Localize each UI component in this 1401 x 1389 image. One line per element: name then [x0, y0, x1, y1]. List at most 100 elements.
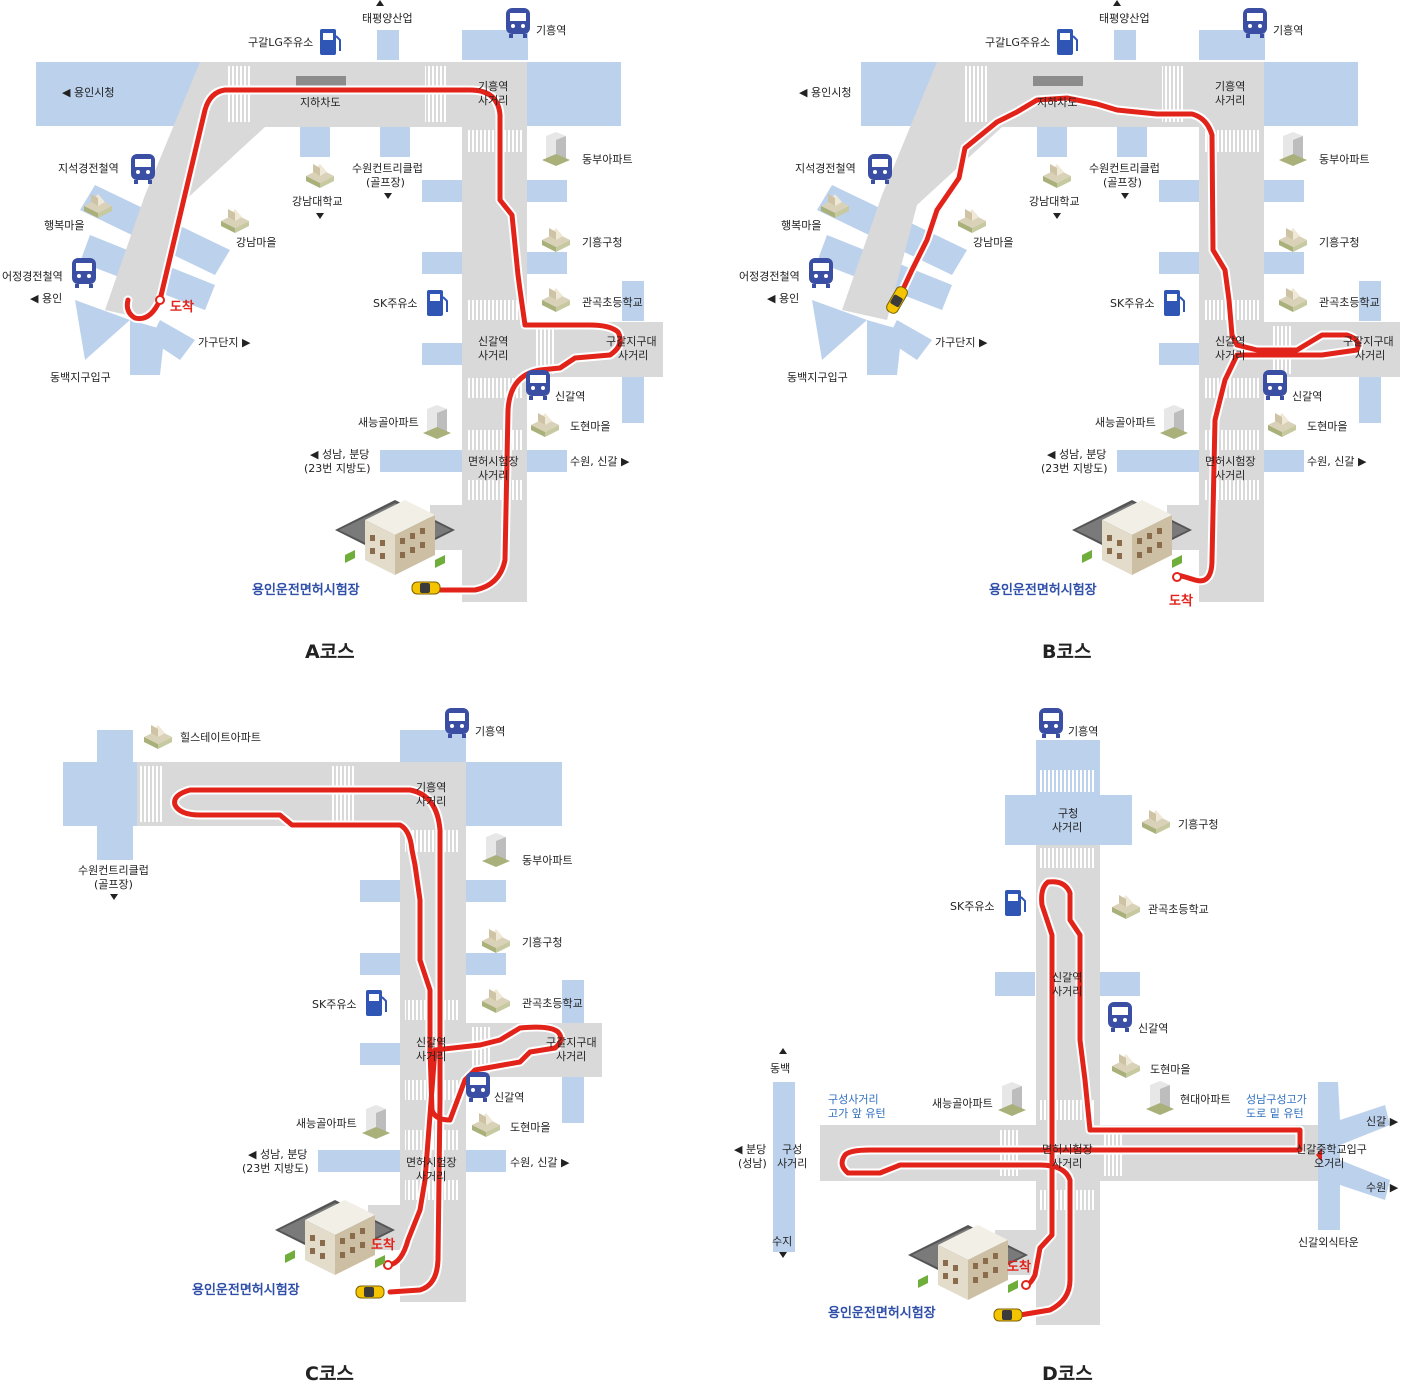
- map-label: 기흥역: [478, 79, 508, 93]
- course-b-map: 태평양산업 구갈LG주유소 기흥역 ◀ 용인시청 지하차도 기흥역 사거리 지석…: [739, 8, 1400, 663]
- map-label: 동백: [770, 1062, 790, 1075]
- subway-icon: [131, 154, 155, 184]
- map-label: 강남마을: [973, 236, 1013, 249]
- building-icon: [542, 132, 570, 166]
- map-label: 수지: [772, 1235, 792, 1248]
- map-label: 관곡초등학교: [522, 997, 583, 1010]
- map-label: 관곡초등학교: [582, 296, 643, 309]
- map-label: 행복마을: [781, 219, 821, 232]
- map-label: 도현마을: [1307, 420, 1347, 433]
- map-label: 신갈 ▶: [1366, 1114, 1399, 1128]
- map-label: 도현마을: [510, 1121, 550, 1134]
- map-label: 사거리: [478, 469, 508, 482]
- map-label: 동부아파트: [522, 854, 573, 867]
- map-label: ◀ 분당: [734, 1143, 766, 1156]
- map-label: 기흥역: [475, 724, 505, 738]
- map-label: ◀ 용인시청: [62, 86, 114, 99]
- map-label: 새능골아파트: [1095, 416, 1156, 429]
- arrival-label: 도착: [170, 299, 194, 315]
- building-icon: [423, 405, 451, 439]
- building-icon: [1279, 288, 1307, 312]
- map-label: 수원, 신갈 ▶: [1307, 454, 1367, 468]
- map-label: 신갈역: [478, 334, 508, 348]
- course-title: B코스: [1042, 641, 1091, 663]
- map-label: (23번 지방도): [1041, 462, 1108, 475]
- test-center-label: 용인운전면허시험장: [989, 582, 1097, 598]
- subway-icon: [72, 258, 96, 288]
- map-label: SK주유소: [312, 998, 357, 1011]
- map-label: 강남대학교: [1029, 195, 1080, 208]
- map-label: 기흥역: [1068, 724, 1098, 738]
- map-label: ◀ 용인시청: [799, 86, 851, 99]
- map-label: 지석경전철역: [58, 162, 119, 175]
- course-title: A코스: [305, 641, 355, 663]
- map-label: 구갈LG주유소: [985, 35, 1050, 49]
- map-label: 고가 앞 유턴: [828, 1107, 886, 1120]
- building-icon: [1160, 405, 1188, 439]
- map-label: 신갈역: [416, 1035, 446, 1049]
- map-label: 동부아파트: [1319, 153, 1370, 166]
- map-label: 성남구성고가: [1246, 1093, 1307, 1106]
- map-label: 사거리: [416, 1050, 446, 1063]
- map-label: 현대아파트: [1180, 1093, 1231, 1106]
- map-label: 태평양산업: [362, 12, 413, 25]
- building-icon: [1268, 413, 1296, 437]
- building-icon: [221, 209, 249, 233]
- building-icon: [542, 228, 570, 252]
- map-label: 도로 밑 유턴: [1246, 1107, 1304, 1120]
- map-label: 수원컨트리클럽: [1089, 161, 1160, 175]
- map-label: 사거리: [1052, 1157, 1082, 1170]
- building-icon: [1112, 1054, 1140, 1078]
- subway-icon: [526, 370, 550, 400]
- map-label: 기흥구청: [1178, 817, 1218, 831]
- map-label: 신갈역: [555, 389, 585, 403]
- map-label: 사거리: [1215, 94, 1245, 107]
- test-center-label: 용인운전면허시험장: [828, 1305, 936, 1321]
- gas-station-icon: [1056, 28, 1078, 56]
- gas-station-icon: [365, 989, 387, 1017]
- course-a-map: 태평양산업 구갈LG주유소 기흥역 ◀ 용인시청 지하차도 기흥역 사거리 지석…: [2, 8, 663, 663]
- subway-icon: [1263, 370, 1287, 400]
- building-icon: [542, 288, 570, 312]
- map-label: 구성: [782, 1143, 802, 1156]
- map-label: 신갈역: [1052, 970, 1082, 984]
- map-label: 신갈역: [494, 1090, 524, 1104]
- map-label: 사거리: [618, 349, 648, 362]
- map-label: 기흥역: [1273, 23, 1303, 37]
- map-label: SK주유소: [950, 900, 995, 913]
- map-label: 가구단지 ▶: [198, 336, 251, 349]
- map-label: 가구단지 ▶: [935, 336, 988, 349]
- map-label: 기흥역: [536, 23, 566, 37]
- map-label: 사거리: [1052, 821, 1082, 834]
- building-icon: [482, 833, 510, 867]
- building-icon: [1279, 132, 1307, 166]
- map-label: 오거리: [1314, 1157, 1344, 1170]
- map-label: 사거리: [777, 1157, 807, 1170]
- map-label: 구갈지구대: [1343, 334, 1394, 348]
- map-label: (성남): [738, 1157, 767, 1170]
- subway-icon: [868, 154, 892, 184]
- map-label: 관곡초등학교: [1319, 296, 1380, 309]
- map-label: 어정경전철역: [739, 270, 800, 283]
- car-icon: [355, 1285, 385, 1299]
- arrival-label: 도착: [1169, 593, 1193, 609]
- map-label: 강남대학교: [292, 195, 343, 208]
- map-label: 구갈지구대: [546, 1035, 597, 1049]
- map-label: 동백지구입구: [50, 371, 111, 384]
- map-label: 기흥역: [416, 780, 446, 794]
- map-label: 도현마을: [570, 420, 610, 433]
- map-label: 사거리: [1215, 349, 1245, 362]
- building-icon: [1043, 164, 1071, 188]
- map-label: 지하차도: [1037, 95, 1077, 109]
- building-icon: [482, 929, 510, 953]
- map-label: 기흥구청: [522, 935, 562, 949]
- building-icon: [1142, 810, 1170, 834]
- map-label: 신갈중학교입구: [1296, 1142, 1367, 1156]
- map-label: 태평양산업: [1099, 12, 1150, 25]
- map-label: 신갈역: [1215, 334, 1245, 348]
- map-label: 면허시험장: [1205, 455, 1256, 468]
- map-label: ◀ 용인: [30, 292, 62, 305]
- arrival-label: 도착: [371, 1237, 395, 1253]
- map-label: SK주유소: [1110, 297, 1155, 310]
